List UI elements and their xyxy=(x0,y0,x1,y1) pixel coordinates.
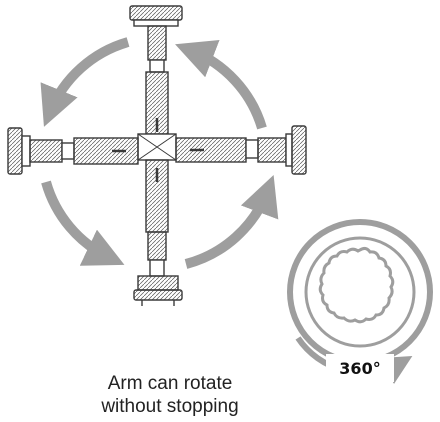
rotation-badge-label: 360° xyxy=(339,359,380,378)
gear-ring xyxy=(318,246,395,324)
caption-line-1: Arm can rotate xyxy=(107,373,233,394)
rotation-arrow-icon xyxy=(175,39,267,130)
caption-line-2: without stopping xyxy=(101,396,239,417)
swivel-ring-icon: 360° xyxy=(287,219,433,385)
rotation-arrow-icon xyxy=(41,180,125,266)
rotation-arrows xyxy=(40,37,279,269)
rotation-arrow-icon xyxy=(40,37,130,127)
monitor-arm-illustration xyxy=(7,5,307,306)
caption: Arm can rotate without stopping xyxy=(60,372,280,418)
rotation-arrow-icon xyxy=(184,175,279,269)
